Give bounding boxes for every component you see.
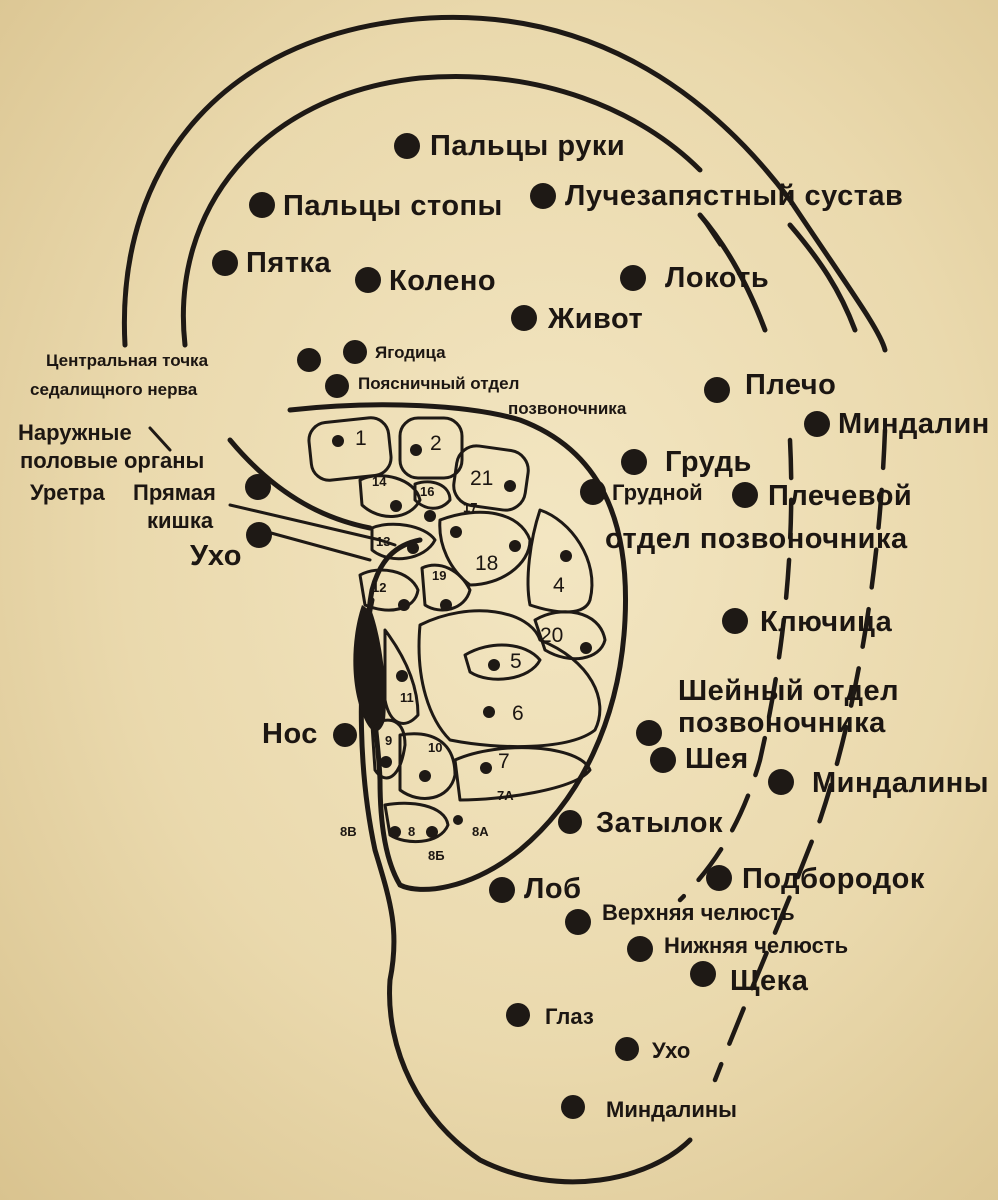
label-belly: Живот [547,303,643,335]
zone-label-8a: 8А [472,824,489,839]
label-cheek: Щека [730,965,809,997]
zone-label-9: 9 [385,733,392,748]
label-tonsils-mid: Миндалины [812,767,989,799]
label-lumbar-2: позвоночника [508,399,627,418]
label-knee: Колено [389,265,496,297]
label-fingers: Пальцы руки [430,130,625,162]
zone-label-4: 4 [553,574,565,597]
zone-label-10: 10 [428,740,442,755]
label-ear-left: Ухо [190,540,242,572]
label-rectum-1: Прямая [133,480,216,505]
label-genitals-1: Наружные [18,420,132,445]
label-cervical-1: Шейный отдел [678,675,899,707]
zone-label-7: 7 [498,750,510,773]
zone-label-20: 20 [540,624,563,647]
label-genitals-2: половые органы [20,448,204,473]
zone-label-17: 17 [463,500,477,515]
label-cervical-2: позвоночника [678,707,886,739]
leader-line-ear [258,528,372,562]
leader-line-genitals [148,426,172,452]
zone-label-8: 8 [408,824,415,839]
label-neck: Шея [685,743,749,775]
zone-label-14: 14 [372,474,387,489]
label-upper-jaw: Верхняя челюсть [602,900,795,925]
outer-helix-arc [121,14,888,353]
leader-line-wrist [698,213,722,247]
label-eye: Глаз [545,1004,594,1029]
zone-label-2: 2 [430,432,442,455]
label-clavicle: Ключица [760,606,893,638]
label-lumbar-1: Поясничный отдел [358,374,519,393]
leader-line-urethra [228,503,397,547]
label-wrist: Лучезапястный сустав [565,180,903,212]
zone-label-6: 6 [512,702,524,725]
inner-helix-arc [180,74,703,348]
label-tonsils-lobe: Миндалины [606,1097,737,1122]
tragus-shadow [353,605,386,732]
zone-label-18: 18 [475,552,498,575]
zone-label-16: 16 [420,484,434,499]
zone-label-12: 12 [372,580,386,595]
label-elbow: Локоть [665,262,769,294]
lobe-outline [358,597,693,1185]
label-shoulder-joint: Плечевой [768,480,912,512]
zone-label-21: 21 [470,467,493,490]
label-nose: Нос [262,718,318,750]
label-chest: Грудь [665,446,752,478]
label-ear-lobe: Ухо [652,1038,690,1063]
label-sciatic-1: Центральная точка [46,351,209,370]
zone-label-11: 11 [400,690,414,705]
zone-outlines [307,416,607,844]
outer-dashed-contour [712,427,888,1083]
inner-arc-right [787,222,858,333]
label-buttock: Ягодица [375,343,446,362]
inner-dashed-contour [677,437,794,903]
label-sciatic-2: седалищного нерва [30,380,198,399]
zone-label-1: 1 [355,427,367,450]
label-tonsils-upper: Миндалин [838,408,990,440]
point-labels: Пальцы руки Пальцы стопы Лучезапястный с… [18,130,990,1122]
label-spine-section: отдел позвоночника [605,523,908,555]
zone-label-7a: 7А [497,788,514,803]
zone-label-8v: 8В [340,824,357,839]
label-shoulder: Плечо [745,369,836,401]
label-toes: Пальцы стопы [283,190,503,222]
label-occiput: Затылок [596,807,723,839]
label-lower-jaw: Нижняя челюсть [664,933,848,958]
label-thoracic: Грудной [612,480,703,505]
label-forehead: Лоб [524,873,581,905]
label-rectum-2: кишка [147,508,214,533]
label-heel: Пятка [246,247,331,279]
zone-label-5: 5 [510,650,522,673]
acupoint-dots [212,133,830,1119]
upper-fold-line [227,437,373,531]
label-chin: Подбородок [742,863,925,895]
zone-label-13: 13 [376,534,390,549]
label-urethra: Уретра [30,480,105,505]
zone-label-19: 19 [432,568,446,583]
zone-label-8b: 8Б [428,848,445,863]
